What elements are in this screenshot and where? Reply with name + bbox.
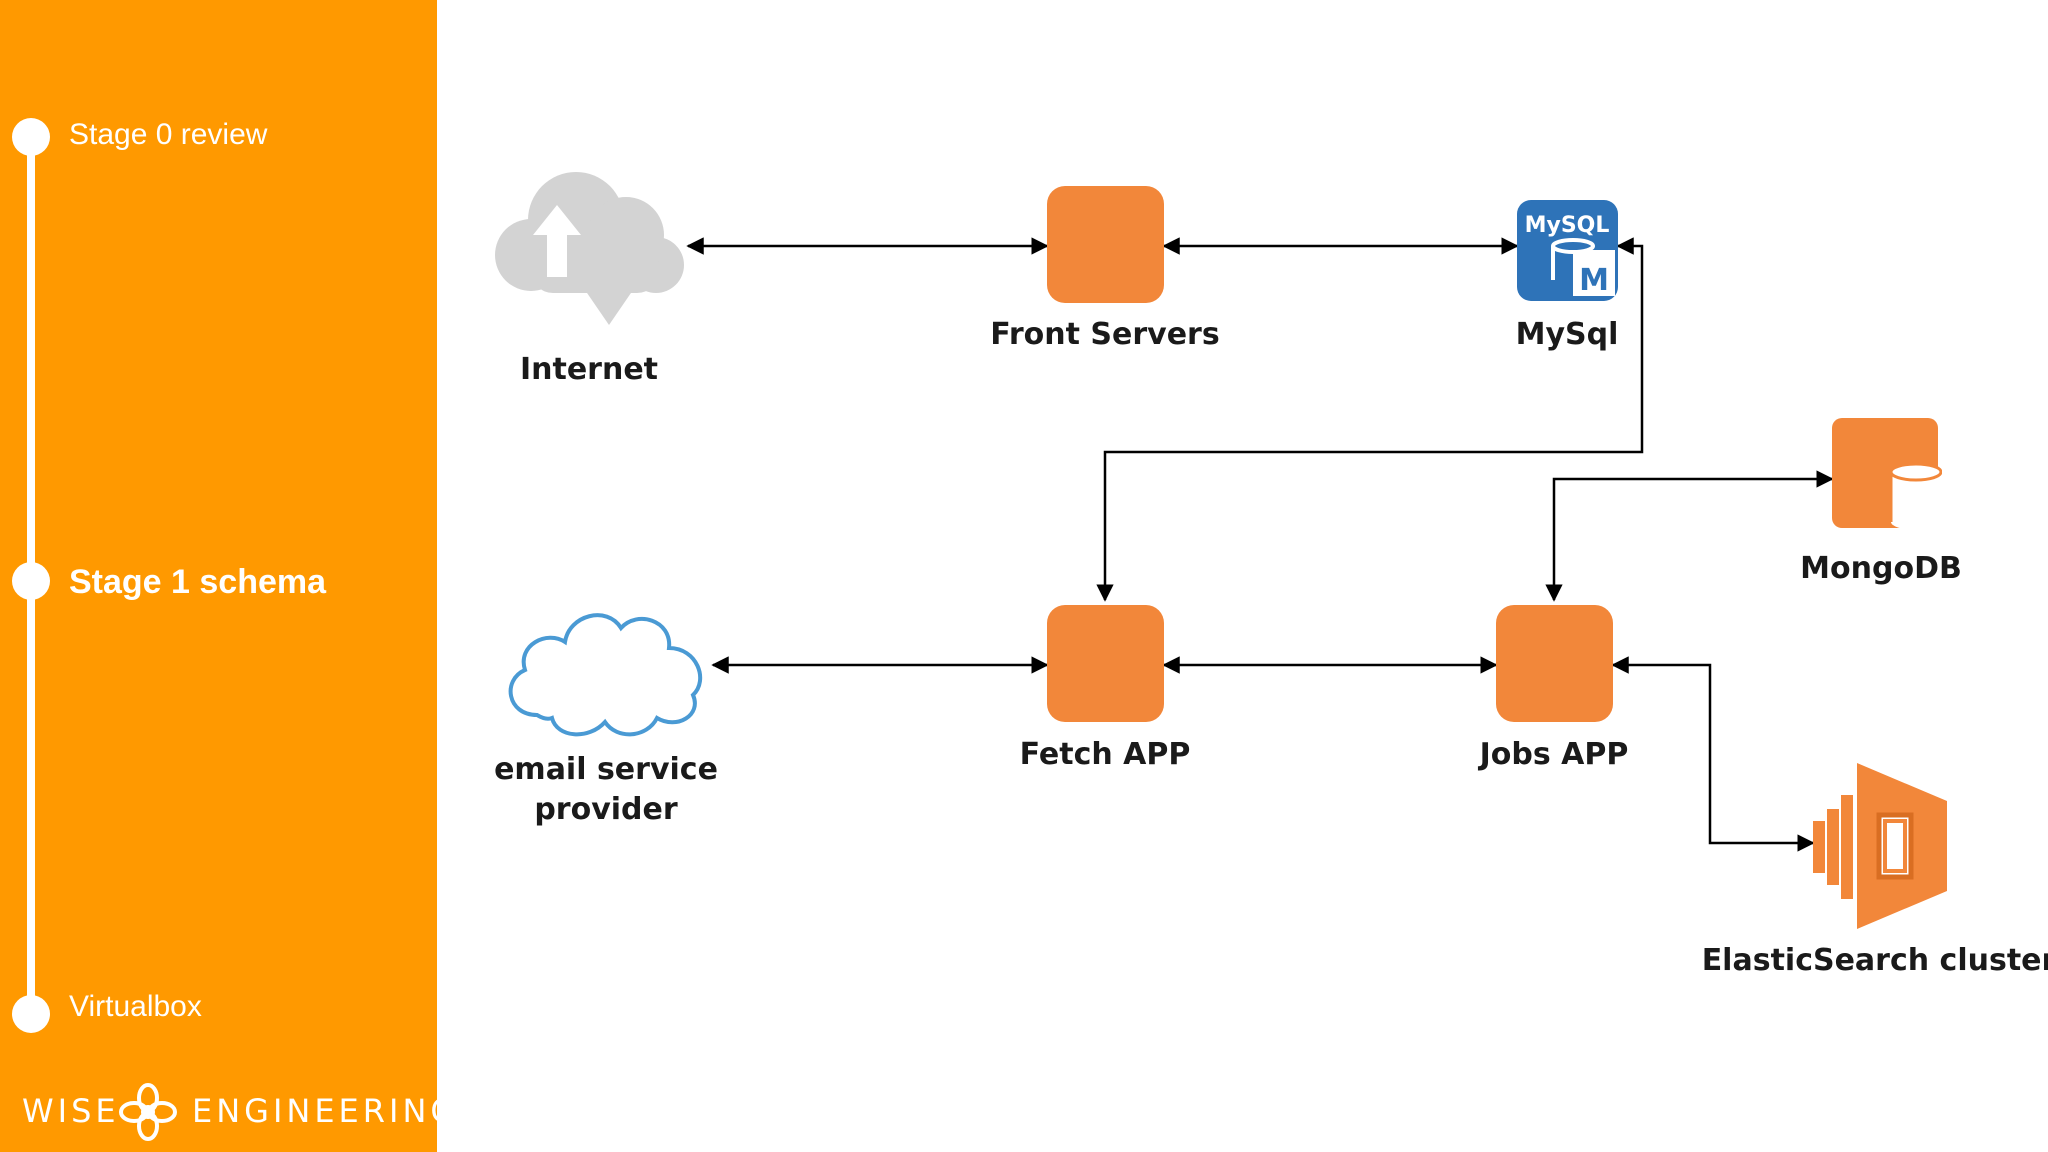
- elasticsearch-icon[interactable]: [1813, 763, 1947, 929]
- brand-word-left: WISE: [22, 1092, 120, 1130]
- stage-label-virtualbox[interactable]: Virtualbox: [69, 990, 202, 1023]
- stage-label-stage-0[interactable]: Stage 0 review: [69, 118, 268, 151]
- node-label-mysql: MySql: [1515, 317, 1619, 352]
- architecture-diagram: Internet Front Servers MySQL M MySql: [437, 0, 2048, 1152]
- flower-knot-icon: [119, 1083, 177, 1141]
- node-label-fetch-app: Fetch APP: [1019, 737, 1191, 772]
- stage-label-stage-1[interactable]: Stage 1 schema: [69, 563, 327, 601]
- timeline-dot-stage-1[interactable]: [12, 562, 50, 600]
- node-label-elasticsearch: ElasticSearch cluster: [1701, 943, 2048, 978]
- node-label-mongodb: MongoDB: [1800, 551, 1962, 586]
- timeline-dot-virtualbox[interactable]: [12, 995, 50, 1033]
- cloud-upload-download-icon[interactable]: [491, 165, 691, 335]
- connector-jobs-elastic: [1611, 656, 1815, 852]
- brand-logo: WISE ENGINEERING: [22, 1082, 455, 1142]
- mongodb-database-icon[interactable]: [1832, 418, 1942, 534]
- node-label-front-servers: Front Servers: [990, 317, 1220, 352]
- node-label-jobs-app: Jobs APP: [1479, 737, 1629, 772]
- sidebar: Stage 0 review Stage 1 schema Virtualbox…: [0, 0, 455, 1152]
- app-square-icon-fetch[interactable]: [1047, 605, 1164, 722]
- app-square-icon-jobs[interactable]: [1496, 605, 1613, 722]
- connector-layer: [686, 237, 1834, 852]
- connector-mysql-fetch: [1096, 237, 1644, 602]
- mysql-icon-badge: M: [1579, 263, 1609, 298]
- mysql-icon-text: MySQL: [1525, 213, 1610, 238]
- node-label-email: email service provider: [494, 752, 718, 827]
- node-label-internet: Internet: [519, 352, 659, 387]
- cloud-outline-icon[interactable]: [497, 590, 717, 740]
- server-square-icon[interactable]: [1047, 186, 1164, 303]
- brand-word-right: ENGINEERING: [192, 1092, 460, 1130]
- timeline-dot-stage-0[interactable]: [12, 118, 50, 156]
- mysql-database-icon[interactable]: MySQL M: [1517, 200, 1618, 301]
- connector-mongodb-jobs: [1545, 470, 1834, 602]
